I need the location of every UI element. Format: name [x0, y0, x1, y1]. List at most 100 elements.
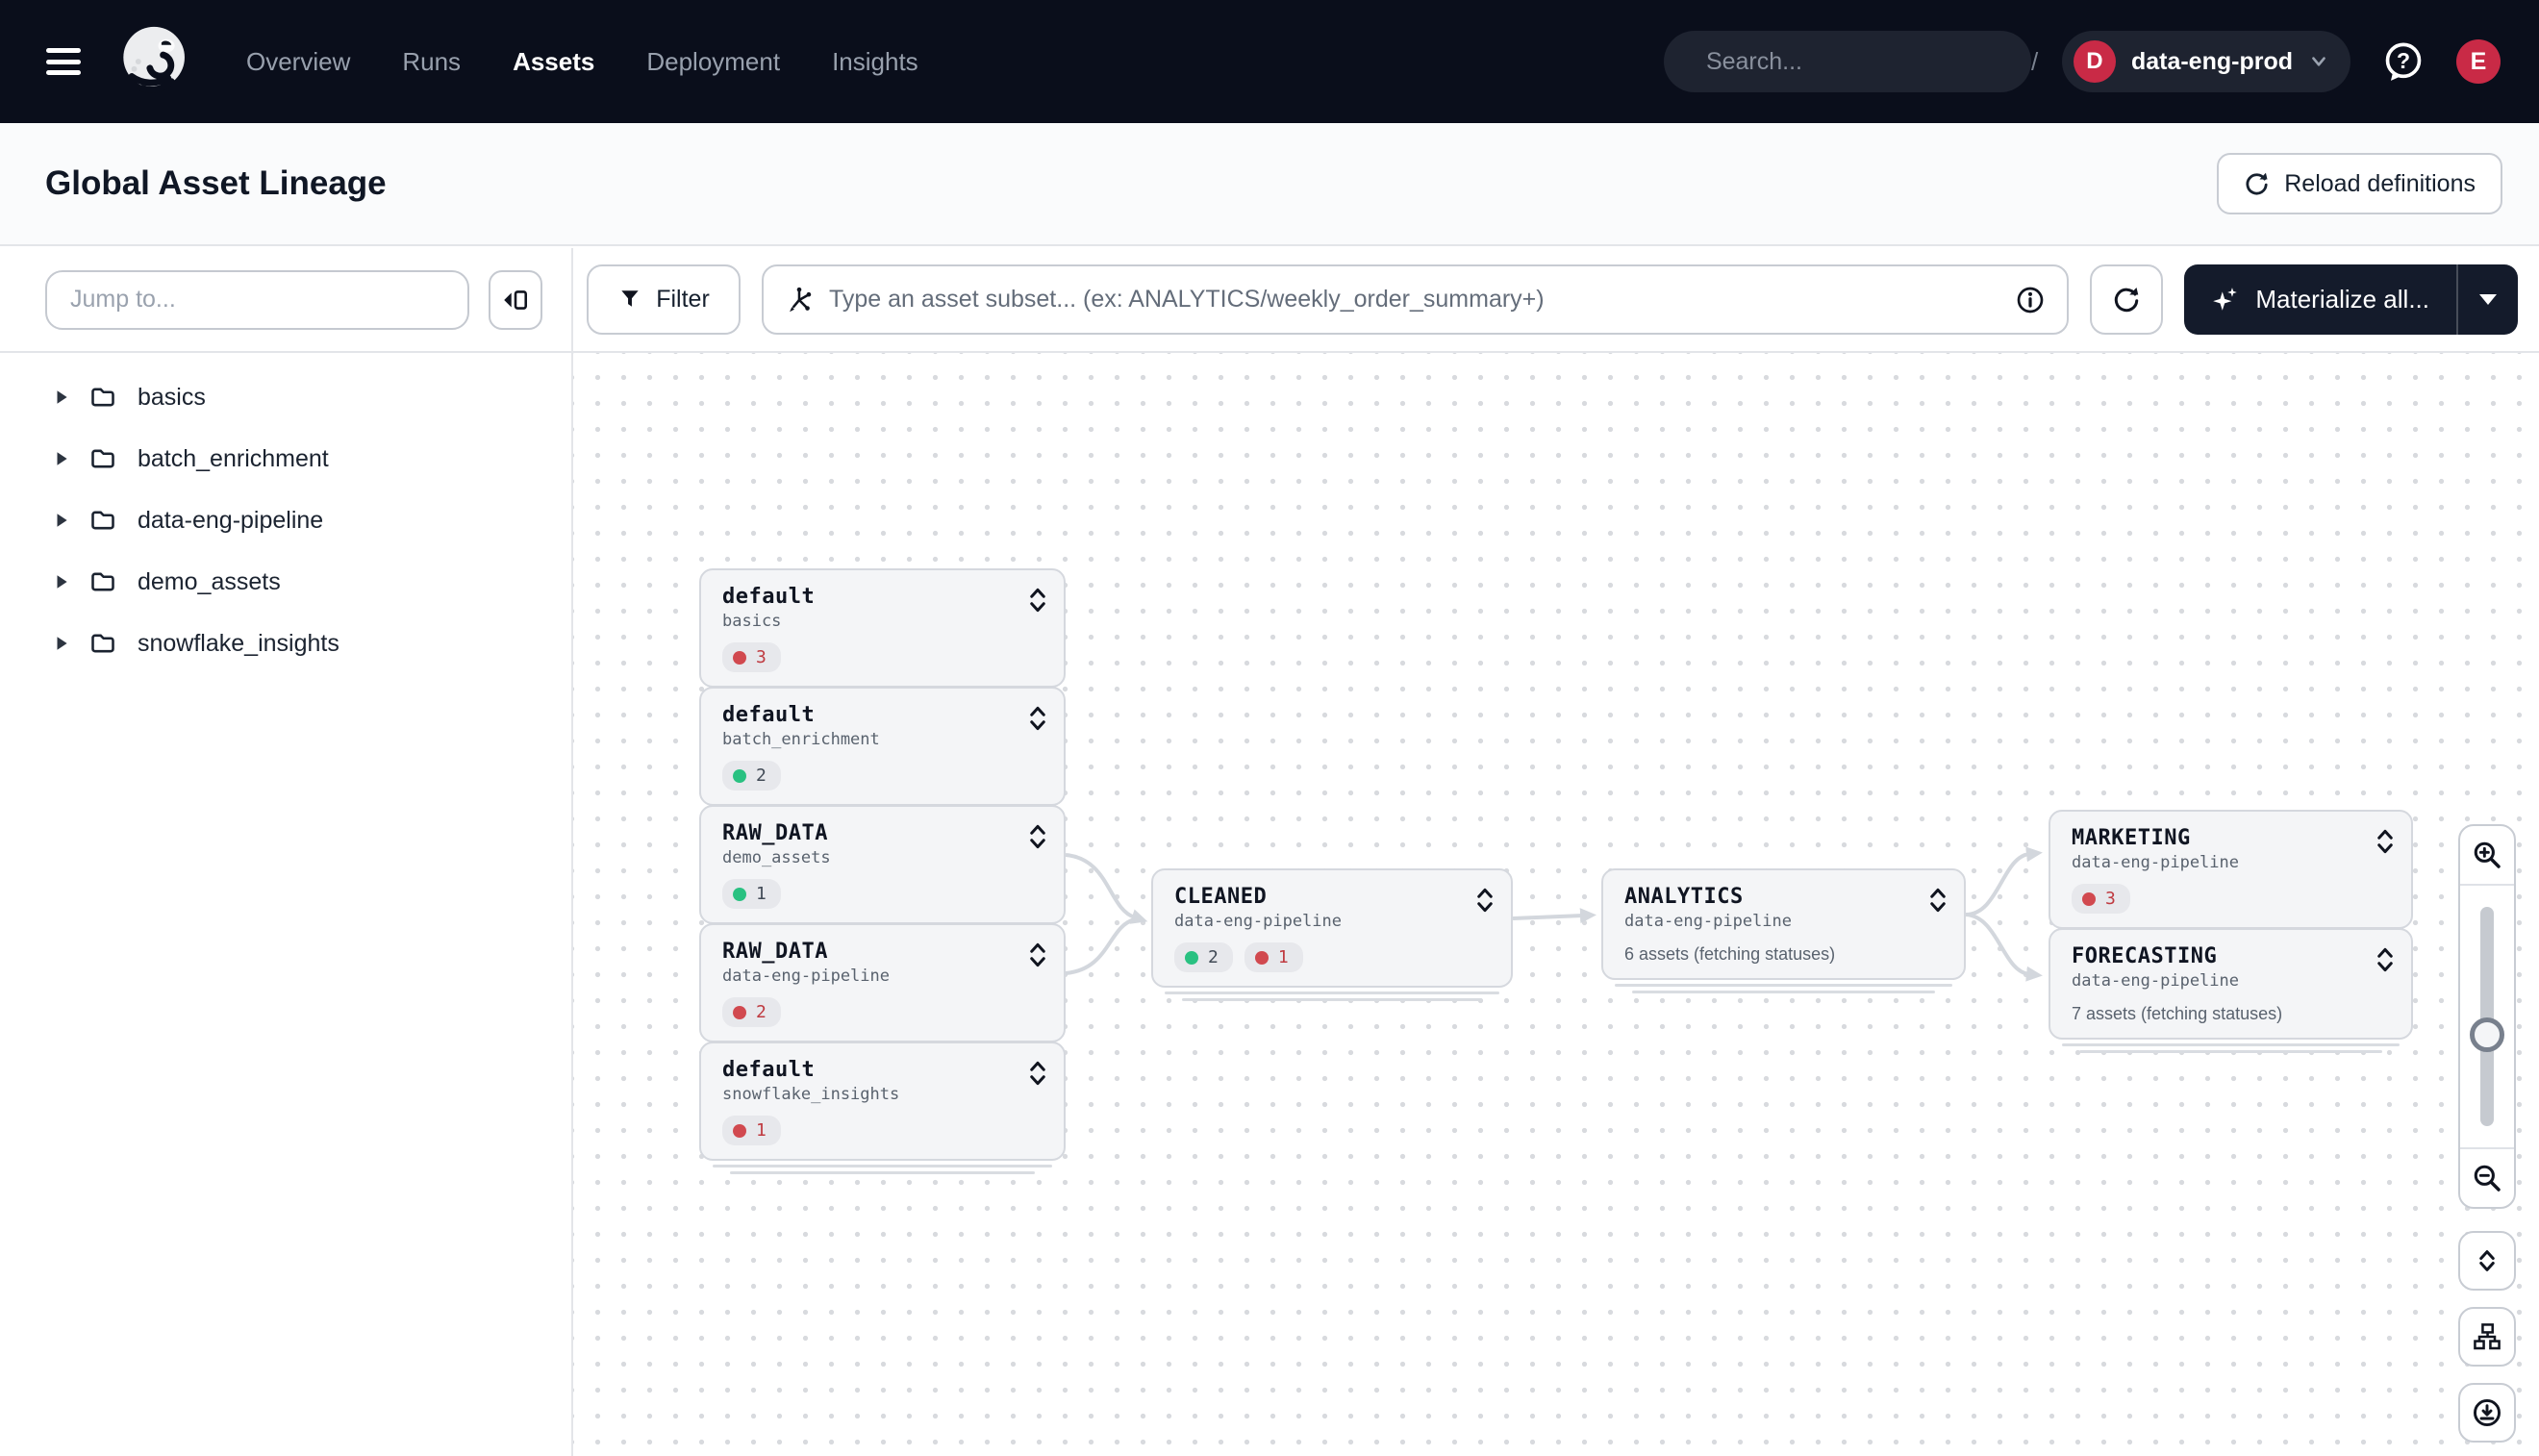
zoom-out-button[interactable] — [2460, 1147, 2514, 1207]
asset-groups-sidebar: basics batch_enrichment data-eng-pipelin… — [0, 248, 573, 1456]
collapse-sidebar-button[interactable] — [489, 269, 542, 330]
jump-to-input[interactable] — [45, 269, 469, 330]
folder-icon — [91, 572, 114, 591]
dagster-logo[interactable] — [113, 20, 196, 103]
group-label: snowflake_insights — [138, 629, 339, 657]
status-badge: 2 — [722, 997, 781, 1027]
deployment-badge: D — [2073, 40, 2116, 83]
unfold-more-icon[interactable] — [1027, 941, 1048, 969]
zoom-slider[interactable] — [2460, 886, 2514, 1147]
sidebar-item-basics[interactable]: basics — [0, 366, 571, 428]
asset-group-node-forecasting[interactable]: FORECASTING data-eng-pipeline 7 assets (… — [2049, 928, 2413, 1053]
node-title: RAW_DATA — [722, 821, 828, 845]
node-title: default — [722, 1058, 816, 1082]
sidebar-item-batch-enrichment[interactable]: batch_enrichment — [0, 428, 571, 490]
reload-definitions-label: Reload definitions — [2284, 169, 2476, 197]
asset-graph-icon — [790, 287, 812, 312]
zoom-in-icon — [2474, 841, 2501, 868]
filter-button[interactable]: Filter — [587, 264, 741, 335]
nav-runs[interactable]: Runs — [402, 46, 462, 76]
help-button[interactable]: ? — [2381, 39, 2426, 84]
dagster-octopus-icon — [123, 26, 185, 93]
unfold-more-icon[interactable] — [2375, 827, 2396, 856]
nav-insights[interactable]: Insights — [832, 46, 918, 76]
search-input[interactable] — [1705, 47, 2016, 76]
sidebar-item-data-eng-pipeline[interactable]: data-eng-pipeline — [0, 490, 571, 551]
lineage-graph-canvas[interactable]: default basics 3 default batch_enrichmen… — [573, 353, 2539, 1456]
materialize-options-caret[interactable] — [2458, 264, 2518, 335]
node-title: RAW_DATA — [722, 940, 828, 964]
unfold-more-icon[interactable] — [1027, 586, 1048, 615]
status-badge: 1 — [722, 879, 781, 909]
reload-definitions-button[interactable]: Reload definitions — [2217, 153, 2502, 214]
asset-group-node-default-batch-enrichment[interactable]: default batch_enrichment 2 — [699, 687, 1066, 819]
unfold-more-icon[interactable] — [1927, 886, 1948, 915]
lineage-toolbar: Filter — [573, 248, 2539, 353]
asset-group-tree: basics batch_enrichment data-eng-pipelin… — [0, 353, 571, 674]
node-subtitle: demo_assets — [722, 848, 831, 867]
materialize-all-button[interactable]: Materialize all... — [2184, 264, 2518, 335]
status-dot — [2082, 891, 2096, 906]
zoom-slider-track[interactable] — [2480, 907, 2494, 1126]
status-badge: 3 — [722, 642, 781, 672]
asset-group-node-default-basics[interactable]: default basics 3 — [699, 568, 1066, 701]
sidebar-item-demo-assets[interactable]: demo_assets — [0, 551, 571, 613]
download-image-button[interactable] — [2458, 1383, 2516, 1443]
node-subtitle: data-eng-pipeline — [722, 966, 890, 986]
primary-nav: Overview Runs Assets Deployment Insights — [246, 47, 918, 77]
nav-overview[interactable]: Overview — [246, 46, 351, 76]
nav-assets[interactable]: Assets — [513, 46, 595, 76]
asset-group-node-cleaned[interactable]: CLEANED data-eng-pipeline 2 1 — [1151, 868, 1513, 1001]
lineage-edges — [1065, 846, 2043, 982]
status-badge: 2 — [722, 761, 781, 791]
nav-deployment[interactable]: Deployment — [646, 46, 781, 76]
asset-group-node-rawdata-data-eng-pipeline[interactable]: RAW_DATA data-eng-pipeline 2 — [699, 923, 1066, 1056]
sparkle-icon — [2213, 287, 2238, 311]
caret-right-icon[interactable] — [55, 573, 68, 590]
node-subtitle: batch_enrichment — [722, 730, 880, 749]
asset-group-node-default-snowflake-insights[interactable]: default snowflake_insights 1 — [699, 1042, 1066, 1174]
status-count: 2 — [756, 1002, 767, 1022]
zoom-control-group — [2458, 824, 2516, 1209]
status-count: 2 — [756, 766, 767, 786]
global-search[interactable]: / — [1663, 31, 2038, 92]
folder-icon — [91, 511, 114, 530]
asset-group-node-marketing[interactable]: MARKETING data-eng-pipeline 3 — [2049, 810, 2413, 942]
filter-label: Filter — [656, 286, 710, 313]
group-label: demo_assets — [138, 567, 281, 595]
page-title: Global Asset Lineage — [45, 164, 387, 202]
caret-right-icon[interactable] — [55, 512, 68, 529]
asset-group-node-rawdata-demo-assets[interactable]: RAW_DATA demo_assets 1 — [699, 805, 1066, 938]
node-title: MARKETING — [2072, 826, 2191, 850]
zoom-slider-knob[interactable] — [2470, 1017, 2504, 1052]
node-subtitle: data-eng-pipeline — [2072, 971, 2239, 991]
zoom-in-button[interactable] — [2460, 826, 2514, 886]
filter-funnel-icon — [621, 289, 639, 307]
unfold-more-icon[interactable] — [1027, 1059, 1048, 1088]
unfold-more-icon[interactable] — [1027, 822, 1048, 851]
node-subtitle: data-eng-pipeline — [2072, 853, 2239, 872]
caret-right-icon[interactable] — [55, 450, 68, 467]
layout-hierarchy-button[interactable] — [2458, 1307, 2516, 1367]
caret-right-icon[interactable] — [55, 635, 68, 652]
status-count: 1 — [756, 884, 767, 904]
unfold-more-icon[interactable] — [1027, 704, 1048, 733]
asset-group-node-analytics[interactable]: ANALYTICS data-eng-pipeline 6 assets (fe… — [1601, 868, 1966, 993]
refresh-graph-button[interactable] — [2090, 264, 2164, 335]
info-icon[interactable] — [2015, 285, 2046, 315]
unfold-more-icon[interactable] — [2375, 945, 2396, 974]
node-subtitle: snowflake_insights — [722, 1085, 900, 1104]
materialize-all-label: Materialize all... — [2255, 285, 2429, 314]
asset-subset-input[interactable] — [829, 286, 2000, 314]
unfold-more-icon[interactable] — [1474, 886, 1496, 915]
user-avatar[interactable]: E — [2456, 39, 2501, 84]
status-badge: 3 — [2072, 884, 2130, 914]
node-title: FORECASTING — [2072, 944, 2218, 968]
hamburger-menu-icon[interactable] — [38, 42, 88, 81]
caret-right-icon[interactable] — [55, 389, 68, 406]
sidebar-item-snowflake-insights[interactable]: snowflake_insights — [0, 613, 571, 674]
deployment-switcher[interactable]: D data-eng-prod — [2061, 31, 2350, 92]
expand-collapse-all-button[interactable] — [2458, 1231, 2516, 1291]
zoom-out-icon — [2474, 1165, 2501, 1192]
download-icon — [2474, 1399, 2501, 1426]
